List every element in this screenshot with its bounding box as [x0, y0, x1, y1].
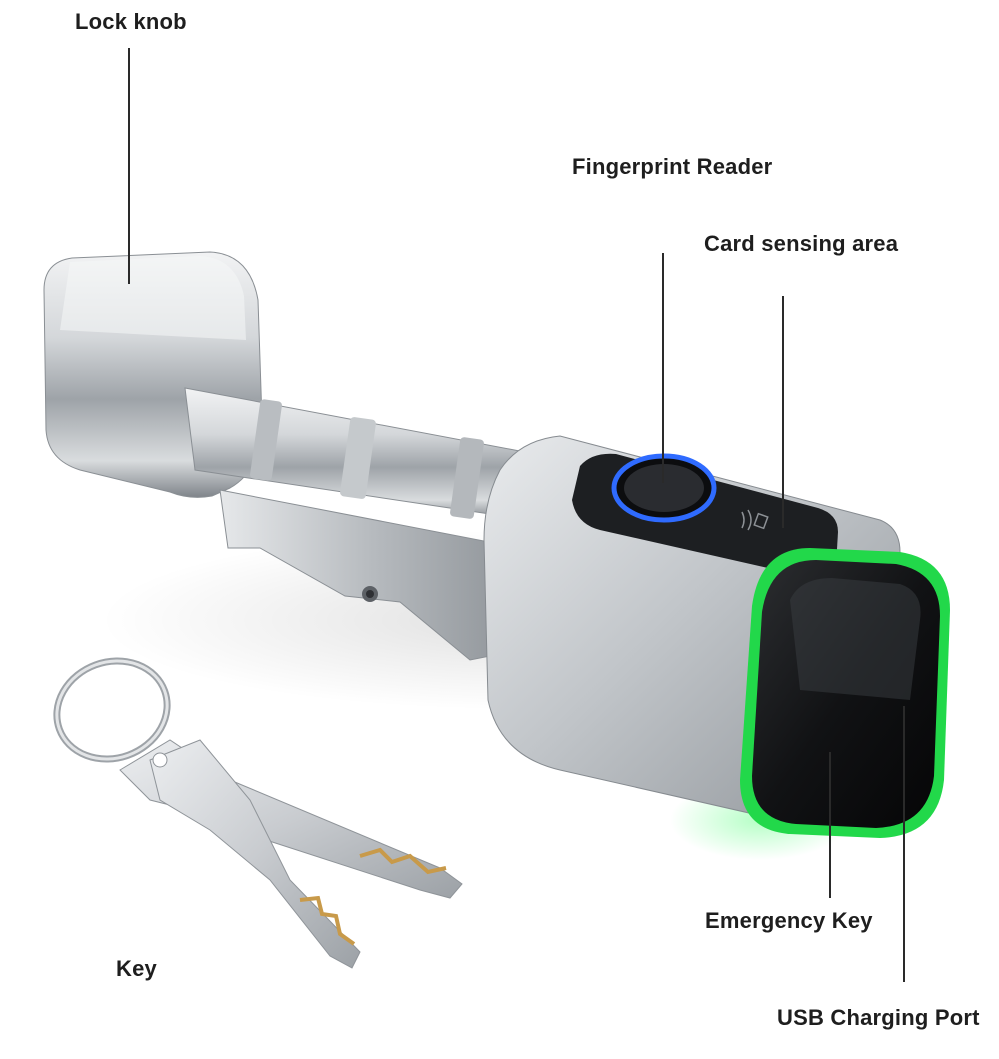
label-lock-knob: Lock knob [75, 9, 187, 34]
label-key: Key [116, 956, 157, 981]
label-usb-charging-port: USB Charging Port [777, 1005, 980, 1030]
label-fingerprint-reader: Fingerprint Reader [572, 154, 773, 179]
keys-shape [53, 657, 463, 969]
label-emergency-key: Emergency Key [705, 908, 873, 933]
end-cap-shape [740, 548, 950, 838]
leader-emergency-key [829, 752, 831, 898]
label-card-sensing-area: Card sensing area [704, 231, 899, 256]
leader-card-sensing-area [782, 296, 784, 528]
shaft-shape [184, 387, 531, 521]
leader-lock-knob [128, 48, 130, 284]
leader-fingerprint-reader [662, 253, 664, 483]
leader-usb-charging-port [903, 706, 905, 982]
